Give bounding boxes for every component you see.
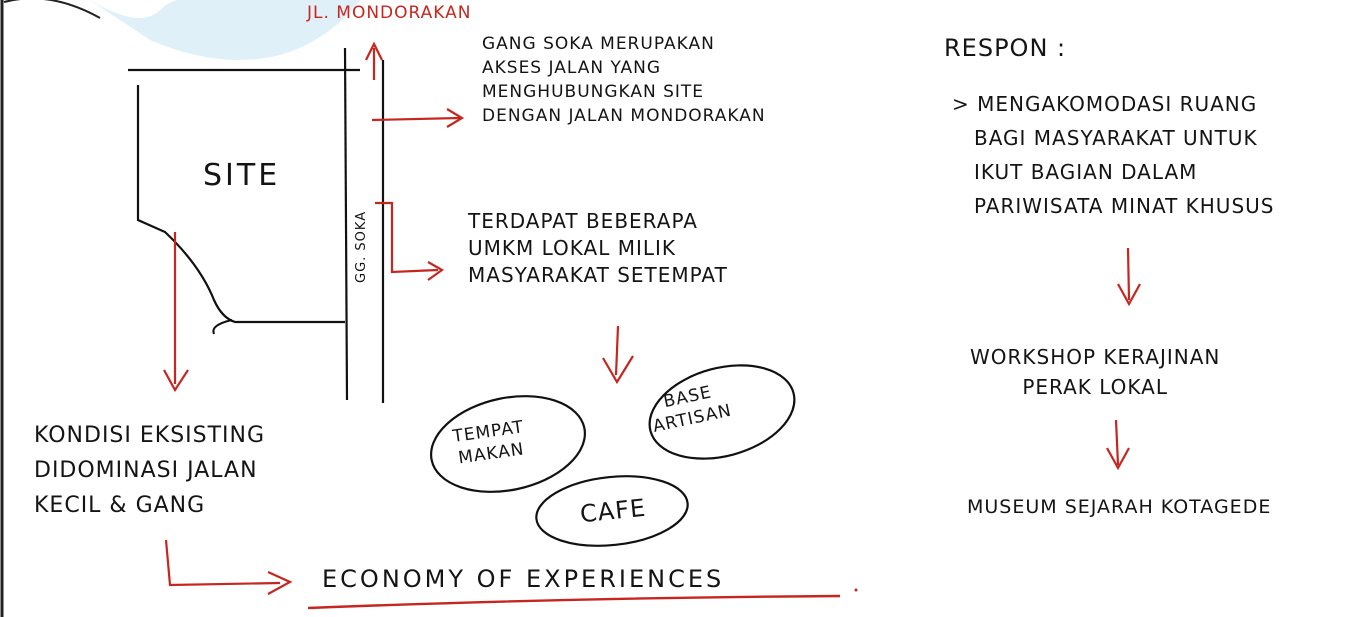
site-boundary bbox=[136, 85, 345, 324]
arrow-up-head bbox=[365, 41, 383, 61]
respon-text-line: > MENGAKOMODASI RUANG bbox=[952, 92, 1258, 116]
site-corner bbox=[212, 319, 233, 335]
existing-condition-line: KONDISI EKSISTING bbox=[34, 423, 266, 448]
respon-text: > MENGAKOMODASI RUANG BAGI MASYARAKAT UN… bbox=[952, 87, 1274, 223]
arrow-right-1-head bbox=[1117, 283, 1141, 307]
street-label: JL. MONDORAKAN bbox=[307, 3, 472, 23]
gang-description-line: MENGHUBUNGKAN SITE bbox=[482, 82, 705, 102]
gang-description-line: GANG SOKA MERUPAKAN bbox=[482, 34, 715, 54]
respon-title: RESPON : bbox=[944, 34, 1067, 62]
workshop-label: WORKSHOP KERAJINAN PERAK LOKAL bbox=[970, 342, 1220, 402]
arrow-economy-head bbox=[267, 570, 293, 595]
existing-condition-line: KECIL & GANG bbox=[34, 493, 206, 518]
arrow-economy-shaft bbox=[164, 539, 281, 587]
arrow-mid-down-head bbox=[602, 355, 634, 385]
umkm-description-line: MASYARAKAT SETEMPAT bbox=[468, 263, 728, 287]
existing-condition-line: DIDOMINASI JALAN bbox=[34, 458, 258, 483]
bubble-cafe-text: CAFE bbox=[578, 493, 648, 529]
watermark-shape bbox=[90, 0, 360, 60]
bubble-tempat-makan bbox=[430, 395, 586, 493]
bubble-cafe bbox=[535, 475, 689, 547]
workshop-line: PERAK LOKAL bbox=[1022, 375, 1169, 399]
economy-underline bbox=[307, 594, 841, 610]
respon-text-line: BAGI MASYARAKAT UNTUK bbox=[974, 126, 1258, 150]
museum-label: MUSEUM SEJARAH KOTAGEDE bbox=[967, 496, 1272, 518]
umkm-description-line: TERDAPAT BEBERAPA bbox=[468, 209, 698, 233]
respon-text-line: PARIWISATA MINAT KHUSUS bbox=[974, 194, 1275, 218]
economy-label: ECONOMY OF EXPERIENCES bbox=[322, 565, 725, 593]
stray-dot bbox=[854, 588, 858, 592]
number-circle-fragment bbox=[3, 0, 101, 19]
gang-label: GG. SOKA bbox=[354, 210, 369, 283]
road-line-left bbox=[343, 47, 349, 401]
arrow-para2-head bbox=[427, 261, 445, 281]
arrow-right-1-shaft bbox=[1126, 247, 1131, 301]
umkm-description: TERDAPAT BEBERAPA UMKM LOKAL MILIK MASYA… bbox=[468, 208, 728, 289]
arrow-para2 bbox=[375, 201, 439, 274]
workshop-line: WORKSHOP KERAJINAN bbox=[970, 345, 1221, 369]
arrow-right-2-shaft bbox=[1114, 419, 1120, 466]
arrow-para1-head bbox=[446, 108, 465, 128]
gang-description-line: AKSES JALAN YANG bbox=[482, 58, 662, 78]
gang-description: GANG SOKA MERUPAKAN AKSES JALAN YANG MEN… bbox=[482, 32, 766, 128]
gang-description-line: DENGAN JALAN MONDORAKAN bbox=[482, 106, 766, 126]
arrow-right-2-head bbox=[1106, 447, 1130, 471]
arrow-mid-down-shaft bbox=[614, 325, 620, 376]
existing-condition-note: KONDISI EKSISTING DIDOMINASI JALAN KECIL… bbox=[34, 418, 265, 523]
arrow-left-down-head bbox=[163, 369, 189, 393]
respon-text-line: IKUT BAGIAN DALAM bbox=[974, 160, 1198, 184]
arrow-para1-shaft bbox=[371, 116, 461, 122]
umkm-description-line: UMKM LOKAL MILIK bbox=[468, 236, 677, 260]
bubble-base-artisan bbox=[648, 364, 796, 460]
site-label: SITE bbox=[203, 158, 281, 193]
